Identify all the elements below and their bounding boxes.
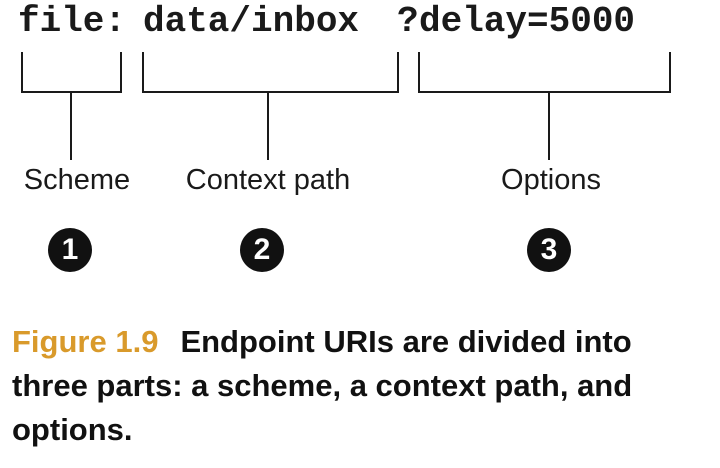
uri-options: delay=5000 bbox=[419, 1, 636, 42]
uri-scheme: file: bbox=[18, 1, 127, 42]
label-options: Options bbox=[501, 164, 601, 196]
scheme-bracket bbox=[21, 52, 122, 93]
label-scheme: Scheme bbox=[23, 164, 131, 196]
number-badge-3: 3 bbox=[527, 228, 571, 272]
bracket-connectors bbox=[21, 52, 671, 160]
context-path-bracket bbox=[142, 52, 399, 93]
caption-label: Figure 1.9 bbox=[12, 324, 159, 359]
number-badge-1: 1 bbox=[48, 228, 92, 272]
options-bracket bbox=[418, 52, 671, 93]
uri-context-path: data/inbox bbox=[143, 1, 360, 42]
label-context-path: Context path bbox=[185, 164, 351, 196]
caption-text: Endpoint URIs are divided into three par… bbox=[12, 324, 633, 447]
uri-query-separator: ? bbox=[397, 1, 419, 42]
number-badge-2: 2 bbox=[240, 228, 284, 272]
